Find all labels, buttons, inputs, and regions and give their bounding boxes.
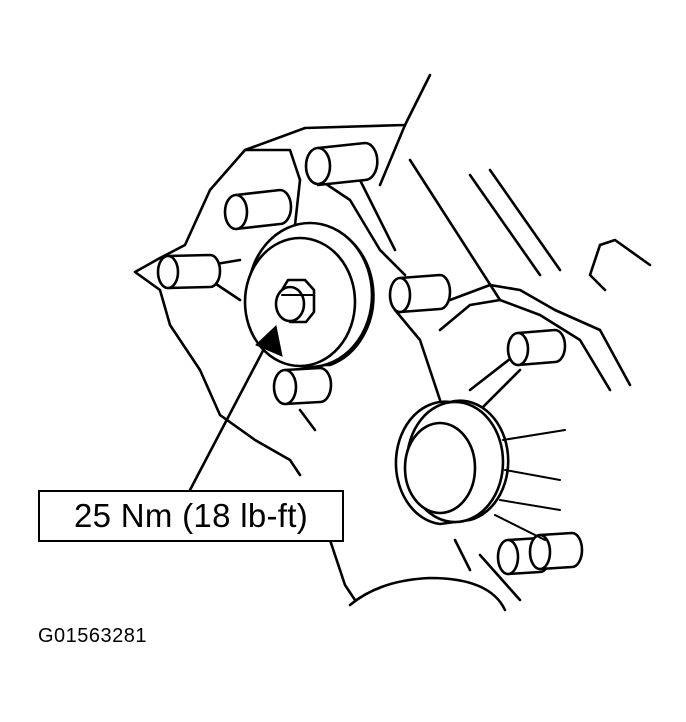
stud-upper-left <box>223 188 293 231</box>
cover-ribs <box>408 158 652 302</box>
tensioner-bracket <box>208 178 632 432</box>
idler-pulley <box>394 399 566 541</box>
torque-value-label: 25 Nm (18 lb-ft) <box>73 497 309 534</box>
stud-far-right <box>506 328 567 367</box>
stud-lower <box>272 366 333 406</box>
pulley-bolt <box>274 278 316 324</box>
engine-block-outline <box>133 73 522 612</box>
torque-leader-arrow <box>188 325 283 492</box>
torque-callout: 25 Nm (18 lb-ft) <box>38 490 344 542</box>
figure-id-label: G01563281 <box>38 625 148 647</box>
stud-bottom-right-pair <box>496 531 584 576</box>
stud-left <box>156 253 222 290</box>
stud-right <box>388 273 452 314</box>
stud-upper <box>304 141 379 187</box>
